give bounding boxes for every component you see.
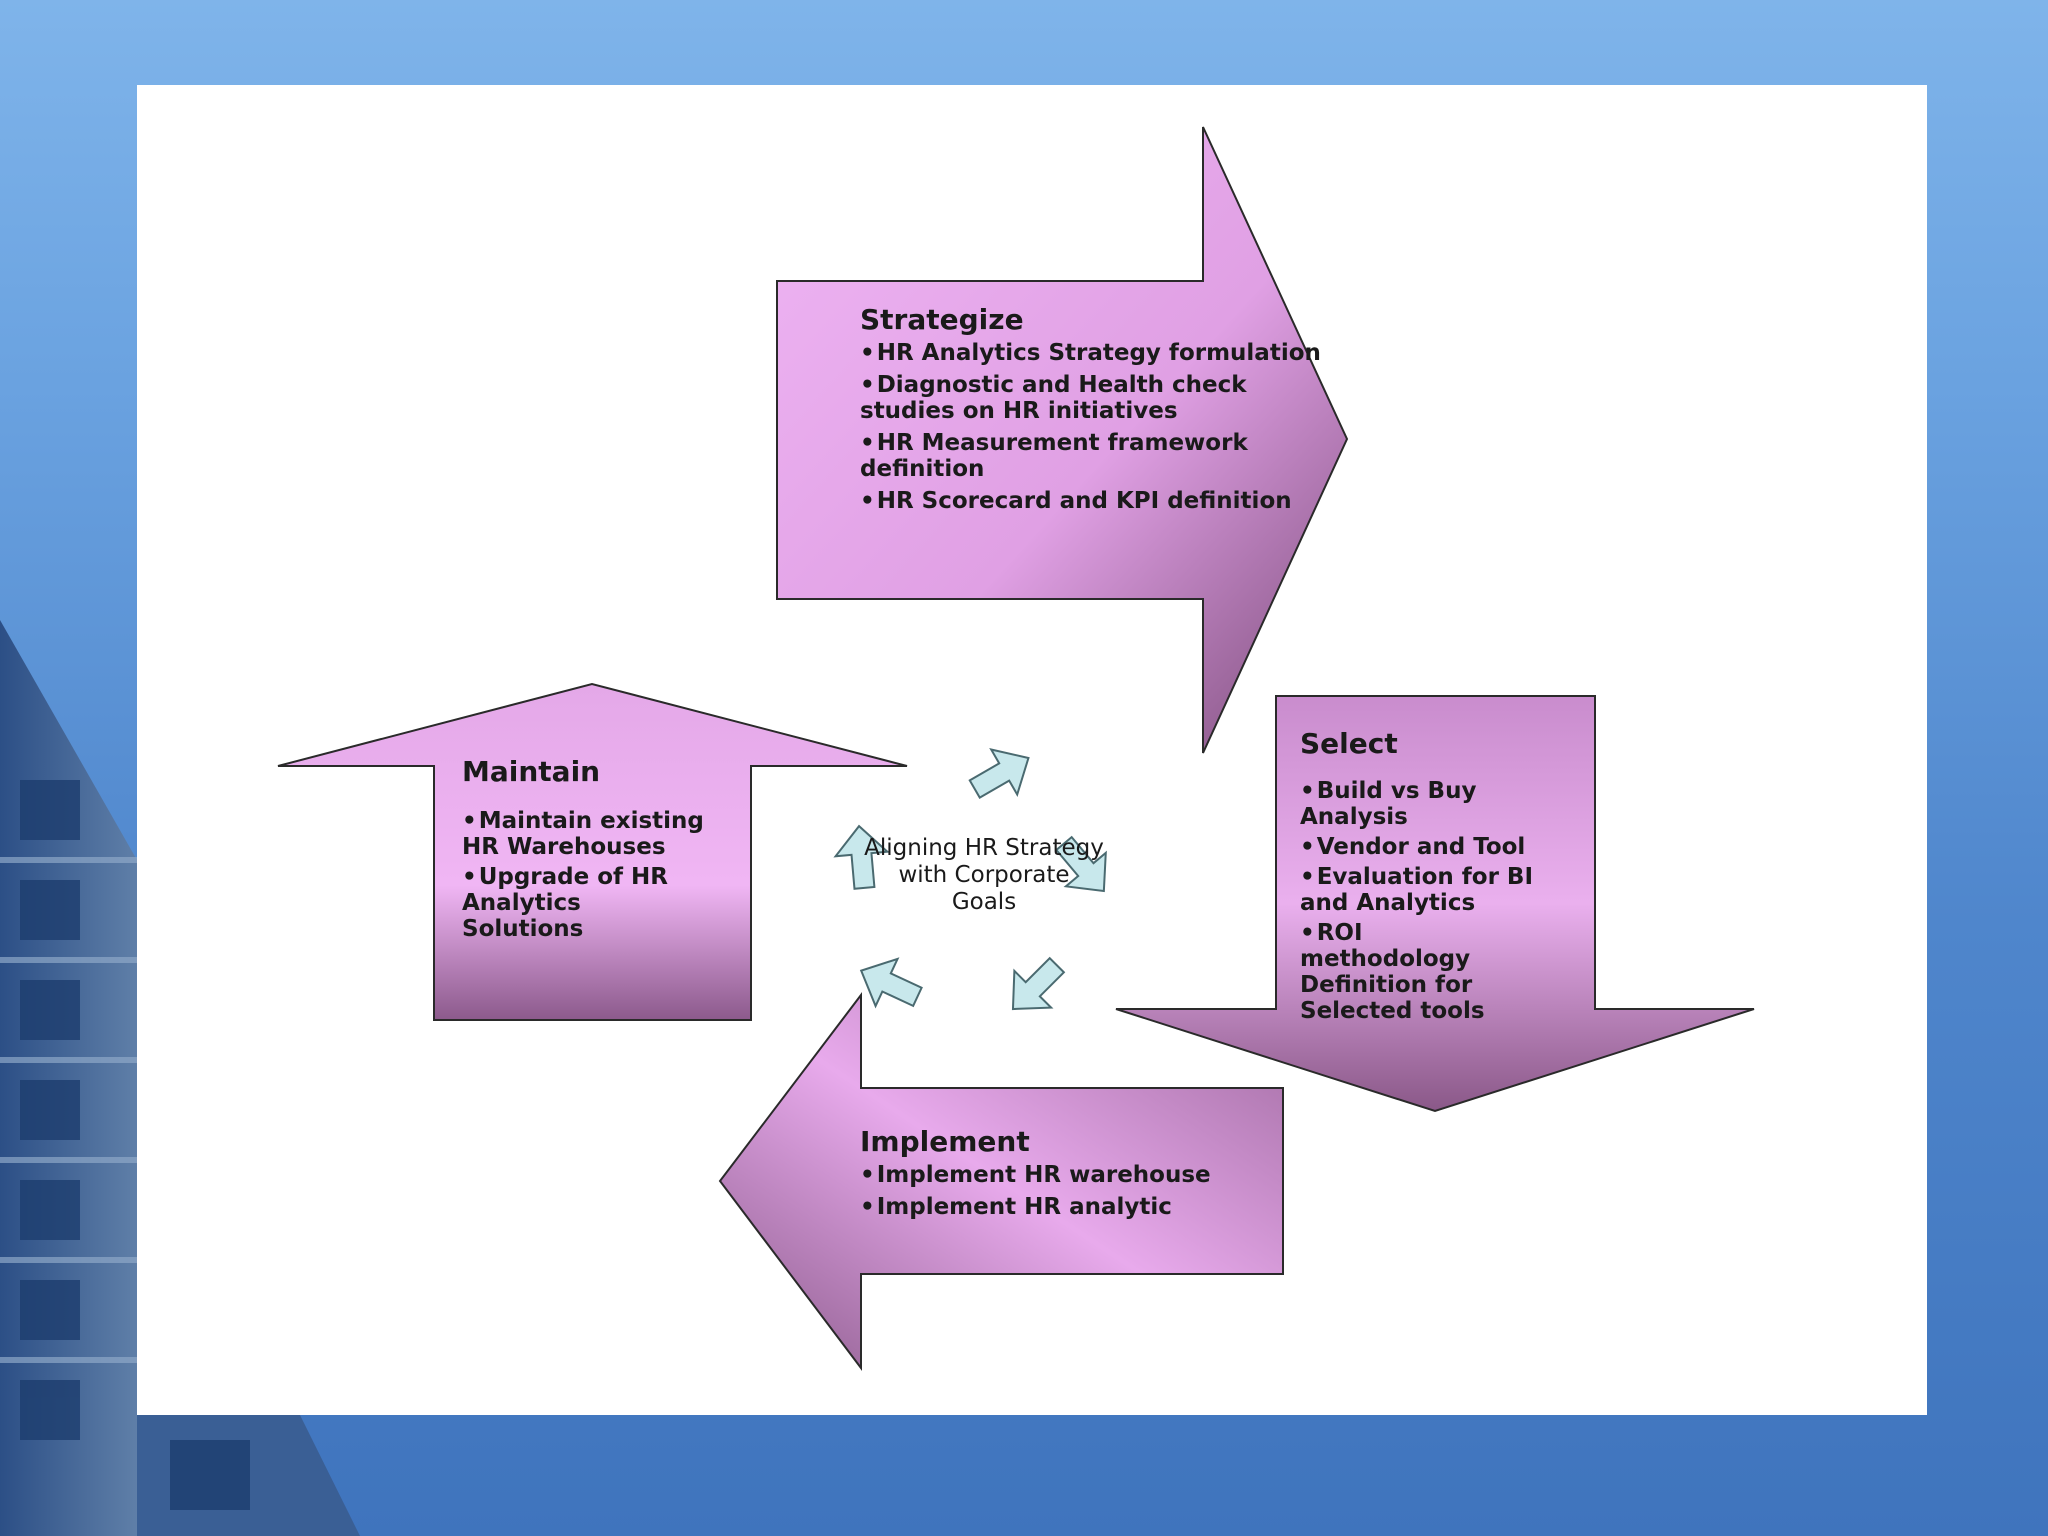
strategize-bullet: •HR Scorecard and KPI definition: [860, 488, 1292, 514]
implement-title: Implement: [860, 1125, 1030, 1158]
select-arrow-shape: [1115, 695, 1755, 1113]
slide: Strategize •HR Analytics Strategy formul…: [137, 85, 1927, 1415]
cycle-arrow-icon: [968, 747, 1030, 800]
strategize-bullet: •HR Analytics Strategy formulation: [860, 340, 1321, 366]
implement-arrow-shape: [718, 992, 1284, 1371]
maintain-arrow-shape: [277, 682, 908, 1021]
select-bullet: •Evaluation for BI and Analytics: [1300, 864, 1534, 916]
select-bullet: •Build vs Buy Analysis: [1300, 778, 1477, 830]
strategize-bullet: •HR Measurement framework definition: [860, 430, 1248, 482]
cycle-arrow-icon: [859, 957, 923, 1009]
cycle-arrow-icon: [833, 824, 890, 890]
select-block: Select •Build vs Buy Analysis •Vendor an…: [1300, 727, 1555, 1024]
maintain-title: Maintain: [462, 755, 601, 788]
maintain-bullet: •Upgrade of HR Analytics Solutions: [462, 864, 669, 942]
strategize-bullet: •Diagnostic and Health check studies on …: [860, 372, 1247, 424]
strategize-title: Strategize: [860, 303, 1024, 336]
cycle-arrow-icon: [1054, 835, 1107, 893]
center-label: Aligning HR Strategy with Corporate Goal…: [864, 835, 1104, 915]
select-title: Select: [1300, 727, 1398, 760]
select-bullet: •Vendor and Tool: [1300, 834, 1526, 860]
select-bullet: •ROI methodology Definition for Selected…: [1300, 920, 1485, 1024]
strategize-block: Strategize •HR Analytics Strategy formul…: [860, 303, 1340, 514]
implement-bullet: •Implement HR warehouse: [860, 1162, 1211, 1188]
cycle-arrow-icon: [1011, 956, 1066, 1011]
cycle-arrows: [833, 747, 1107, 1011]
strategize-arrow-shape: [776, 126, 1349, 754]
cycle-diagram: [277, 126, 1755, 1371]
maintain-block: Maintain •Maintain existing HR Warehouse…: [462, 755, 732, 942]
implement-bullet: •Implement HR analytic: [860, 1194, 1172, 1220]
maintain-bullet: •Maintain existing HR Warehouses: [462, 808, 704, 860]
implement-block: Implement •Implement HR warehouse •Imple…: [860, 1125, 1280, 1220]
